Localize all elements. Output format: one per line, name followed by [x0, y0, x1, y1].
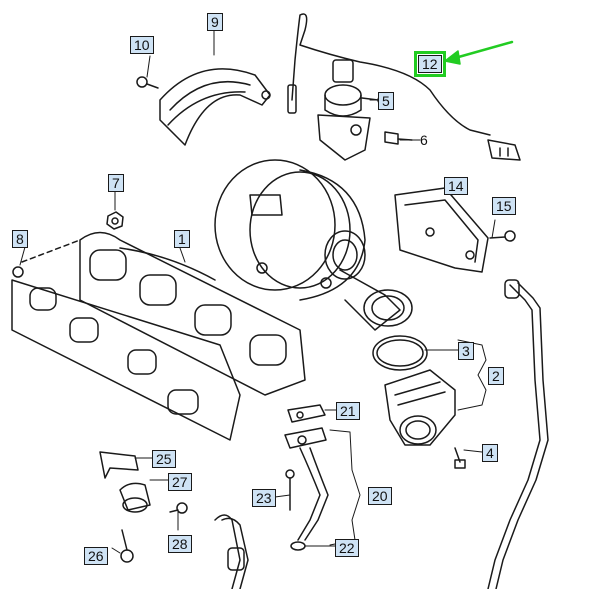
bolt-15	[489, 230, 516, 242]
highlight-arrow	[444, 40, 514, 65]
callout-6: 6	[420, 132, 428, 148]
callout-12: 12	[414, 51, 446, 77]
callout-14: 14	[444, 177, 468, 195]
bolt-4	[454, 447, 466, 469]
callout-8: 8	[12, 230, 28, 248]
bracket-14	[394, 187, 489, 273]
heat-shield	[159, 68, 271, 146]
nut-7	[106, 211, 124, 230]
lower-pipe	[214, 514, 249, 590]
callout-3: 3	[458, 342, 474, 360]
oil-line-20	[284, 404, 329, 551]
exhaust-manifold	[79, 231, 306, 396]
callout-23: 23	[252, 489, 276, 507]
callout-22: 22	[335, 539, 359, 557]
callout-9: 9	[207, 13, 223, 31]
callout-10: 10	[130, 36, 154, 54]
bolt-28	[169, 502, 188, 514]
callout-20: 20	[368, 487, 392, 505]
sensor-wiring-12	[287, 13, 521, 161]
callout-7: 7	[108, 174, 124, 192]
turbocharger	[214, 159, 413, 331]
leader-lines	[19, 29, 496, 554]
callout-28: 28	[168, 535, 192, 553]
manifold-gasket	[11, 239, 241, 441]
callout-15: 15	[492, 197, 516, 215]
bolt-10	[136, 76, 159, 89]
callout-25: 25	[152, 450, 176, 468]
actuator-5	[317, 59, 387, 161]
callout-1: 1	[174, 230, 190, 248]
oil-return-line	[487, 279, 549, 590]
clip-25	[99, 451, 139, 479]
clamp-27	[119, 482, 151, 513]
callout-26: 26	[84, 547, 108, 565]
callout-4: 4	[482, 444, 498, 462]
outlet-elbow-2	[384, 369, 456, 446]
callout-21: 21	[336, 402, 360, 420]
bolt-26	[120, 529, 134, 563]
callout-5: 5	[378, 92, 394, 110]
callout-2: 2	[488, 367, 504, 385]
seal-ring-3	[372, 335, 428, 371]
callout-27: 27	[168, 473, 192, 491]
bolt-6	[384, 131, 413, 145]
